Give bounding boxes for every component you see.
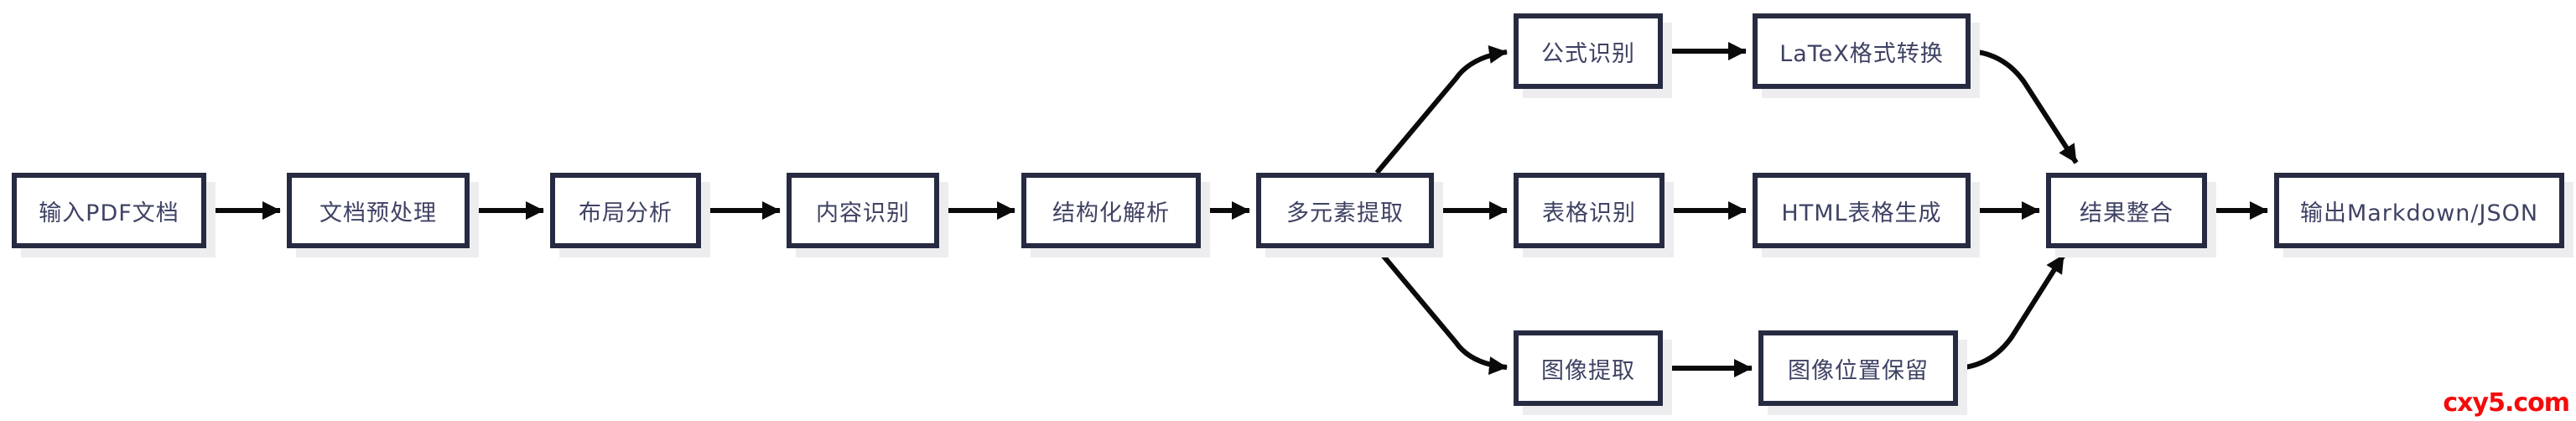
node-label: 结构化解析 [1052, 200, 1170, 226]
node-label: 多元素提取 [1286, 200, 1404, 226]
node-preprocess: 文档预处理 [287, 173, 470, 248]
node-output-markdown-json: 输出Markdown/JSON [2274, 173, 2564, 248]
node-formula-recognition: 公式识别 [1514, 13, 1663, 89]
node-label: 文档预处理 [319, 200, 437, 226]
node-multi-element-extraction: 多元素提取 [1256, 173, 1434, 248]
edge-latex-to-result [1970, 49, 2079, 164]
node-label: 公式识别 [1541, 40, 1635, 67]
node-label: 图像提取 [1541, 357, 1635, 384]
node-label: 结果整合 [2080, 200, 2174, 226]
node-table-recognition: 表格识别 [1514, 173, 1665, 248]
node-html-table-generation: HTML表格生成 [1753, 173, 1971, 248]
node-label: 输出Markdown/JSON [2299, 200, 2539, 226]
node-result-integration: 结果整合 [2046, 173, 2207, 248]
node-latex-conversion: LaTeX格式转换 [1753, 13, 1971, 89]
node-label: 内容识别 [816, 200, 910, 226]
node-structured-parsing: 结构化解析 [1021, 173, 1201, 248]
node-label: HTML表格生成 [1781, 200, 1942, 226]
watermark-text: cxy5.com [2443, 388, 2570, 418]
edge-multielem-to-image [1374, 247, 1508, 375]
node-label: 布局分析 [579, 200, 673, 226]
node-label: 表格识别 [1542, 200, 1636, 226]
edge-imageposition-to-result [1957, 253, 2066, 371]
node-content-recognition: 内容识别 [787, 173, 939, 248]
node-image-position-preservation: 图像位置保留 [1758, 330, 1958, 406]
node-image-extraction: 图像提取 [1514, 330, 1663, 406]
node-layout-analysis: 布局分析 [550, 173, 701, 248]
node-label: LaTeX格式转换 [1779, 40, 1944, 67]
node-label: 图像位置保留 [1788, 357, 1929, 384]
node-input-pdf: 输入PDF文档 [12, 173, 206, 248]
node-label: 输入PDF文档 [39, 200, 179, 226]
edge-multielem-to-formula [1374, 45, 1508, 174]
